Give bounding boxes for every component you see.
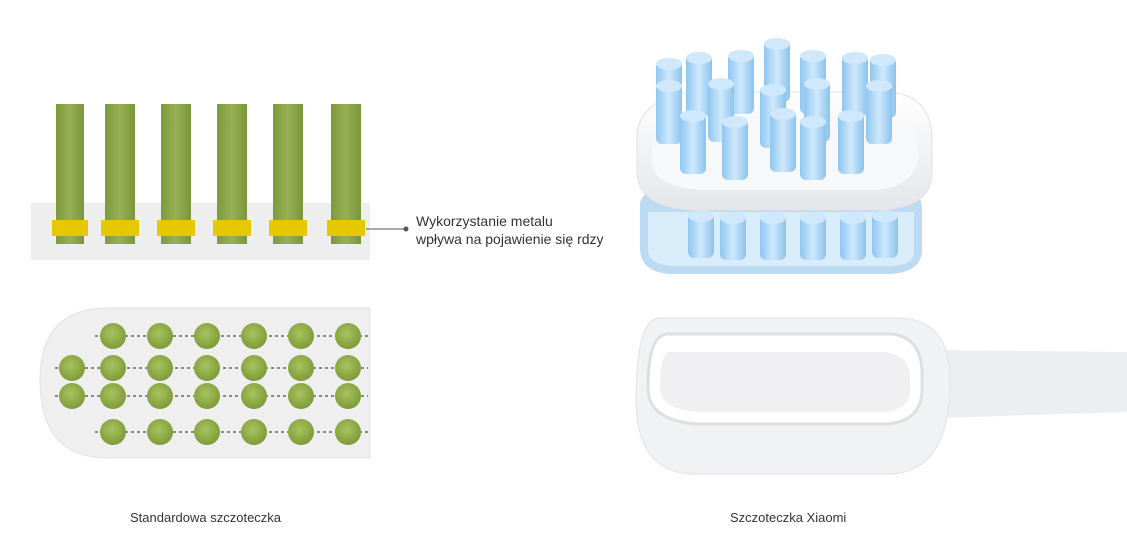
blue-tuft	[866, 82, 892, 144]
tuft-dot	[335, 383, 361, 409]
tuft-dot	[288, 419, 314, 445]
tuft-dot	[194, 323, 220, 349]
blue-tuft-tip	[800, 50, 826, 62]
caption-standard: Standardowa szczoteczka	[130, 510, 282, 525]
tuft-dot	[335, 323, 361, 349]
blue-tuft-tip	[866, 80, 892, 92]
blue-tuft-tip	[722, 116, 748, 128]
tuft-dot	[194, 419, 220, 445]
blue-tuft	[680, 112, 706, 174]
blue-tuft-tip	[760, 212, 786, 224]
tuft-dot	[241, 419, 267, 445]
blue-tuft	[838, 112, 864, 174]
blue-tuft	[686, 54, 712, 116]
caption-xiaomi: Szczoteczka Xiaomi	[730, 510, 847, 525]
tuft-dot	[100, 323, 126, 349]
tuft-dot	[59, 383, 85, 409]
tuft-dot	[335, 355, 361, 381]
blue-tuft-tip	[870, 54, 896, 66]
tuft-grid	[55, 323, 368, 445]
tuft	[52, 104, 88, 244]
blue-tuft-tip	[800, 116, 826, 128]
tuft	[269, 104, 307, 244]
blue-tuft-tip	[708, 78, 734, 90]
metal-staple	[269, 220, 307, 236]
blue-tuft	[760, 214, 786, 260]
metal-staple	[52, 220, 88, 236]
tuft-dot	[335, 419, 361, 445]
blue-tuft	[770, 110, 796, 172]
tuft-dot	[59, 355, 85, 381]
tuft	[213, 104, 251, 244]
xiaomi-brush-top-view	[635, 317, 1127, 475]
tuft	[101, 104, 139, 244]
tuft-dot	[194, 383, 220, 409]
metal-staple	[157, 220, 195, 236]
standard-brush-top-view	[39, 307, 371, 459]
tuft-dot	[194, 355, 220, 381]
blue-tuft	[688, 212, 714, 258]
blue-tuft	[842, 54, 868, 116]
tuft-dot	[147, 355, 173, 381]
metal-staple	[101, 220, 139, 236]
rust-callout: Wykorzystanie metalu wpływa na pojawieni…	[416, 212, 604, 248]
callout-line-1: Wykorzystanie metalu	[416, 213, 553, 229]
blue-tuft-tip	[770, 108, 796, 120]
tuft	[327, 104, 365, 244]
tuft-dot	[100, 419, 126, 445]
tuft-dot	[241, 383, 267, 409]
blue-tuft	[722, 118, 748, 180]
tuft-dot	[147, 323, 173, 349]
blue-tuft-tip	[680, 110, 706, 122]
blue-tuft	[656, 82, 682, 144]
bristle-tufts	[52, 104, 365, 244]
blue-tuft-tip	[688, 210, 714, 222]
blue-tuft	[720, 214, 746, 260]
tuft	[157, 104, 195, 244]
blue-tuft	[840, 214, 866, 260]
blue-tuft	[872, 212, 898, 258]
tuft-dot	[241, 355, 267, 381]
blue-tuft-tip	[760, 84, 786, 96]
metal-staple	[213, 220, 251, 236]
blue-tuft-tip	[872, 210, 898, 222]
blue-tuft-tip	[838, 110, 864, 122]
blue-tuft-tip	[764, 38, 790, 50]
blue-tuft-tip	[840, 212, 866, 224]
metal-staple	[327, 220, 365, 236]
blue-tuft-tip	[728, 50, 754, 62]
tuft-dot	[241, 323, 267, 349]
tuft-dot	[100, 355, 126, 381]
tuft-dot	[147, 419, 173, 445]
blue-tuft	[800, 118, 826, 180]
blue-tuft-tip	[804, 78, 830, 90]
blue-tuft-tip	[720, 212, 746, 224]
xiaomi-brush-head-exploded	[636, 38, 933, 274]
blue-tuft-tip	[656, 80, 682, 92]
blue-tuft-tip	[800, 212, 826, 224]
blue-tuft-tip	[842, 52, 868, 64]
tuft-dot	[288, 323, 314, 349]
tuft-dot	[147, 383, 173, 409]
callout-line-2: wpływa na pojawienie się rdzy	[416, 231, 604, 247]
blue-tuft-tip	[656, 58, 682, 70]
blue-tuft	[800, 214, 826, 260]
tuft-dot	[288, 355, 314, 381]
callout-dot	[403, 226, 409, 232]
blue-tuft-tip	[686, 52, 712, 64]
tuft-dot	[288, 383, 314, 409]
blue-tuft	[728, 52, 754, 114]
tuft-dot	[100, 383, 126, 409]
